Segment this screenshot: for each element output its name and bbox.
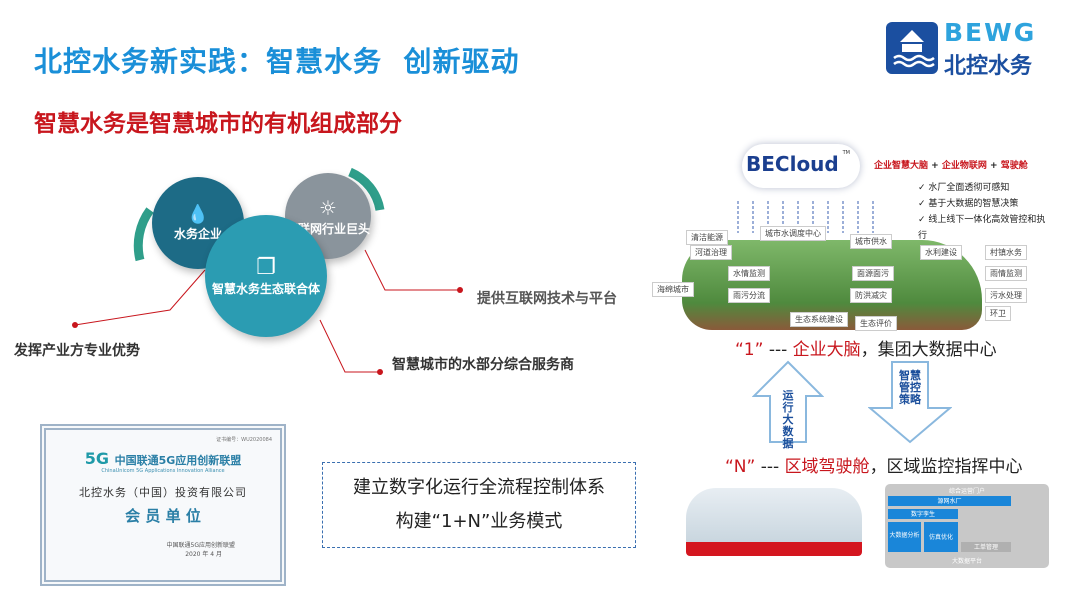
formula-plus: + [931,161,939,171]
one-quote: “1” [735,340,764,360]
page-title: 北控水务新实践：智慧水务 创新驱动 [34,45,520,78]
water-enterprise-label: 水务企业 [173,227,222,241]
certificate-issuer: 中国联通5G应用创新联盟 [166,542,235,549]
system-box: 建立数字化运行全流程控制体系 构建“1+N”业务模式 [322,462,636,548]
landscape-chip: 面源面污 [852,266,894,281]
documents-icon: ❐ [256,255,276,280]
logo-cn: 北控水务 [944,54,1033,79]
landscape-chip: 防洪减灾 [850,288,892,303]
ecosystem-label: 智慧水务生态联合体 [211,282,320,296]
landscape-chip: 海绵城市 [652,282,694,297]
becloud-name: BECloud [746,152,839,176]
becloud-checklist: ✓ 水厂全面透彻可感知 ✓ 基于大数据的智慧决策 ✓ 线上线下一体化高效管控和执… [918,183,1046,241]
down-arrow-icon [868,361,952,444]
becloud-tm: TM [842,150,850,156]
check-item: 基于大数据的智慧决策 [928,199,1019,209]
one-sep: --- [763,340,793,360]
industry-label: 发挥产业方专业优势 [14,343,140,359]
ecosystem-connectors [72,167,463,375]
landscape-chip: 生态评价 [855,316,897,331]
check-item: 水厂全面透彻可感知 [928,183,1010,193]
diagram-b2: 数字孪生 [888,509,958,519]
landscape-chip: 水情监测 [728,266,770,281]
platform-diagram: 综合运营门户 源网水厂 数字孪生 大数据分析 仿真优化 工单管理 大数据平台 [885,484,1049,568]
system-line-2: 构建“1+N”业务模式 [395,511,563,532]
certificate-company: 北控水务（中国）投资有限公司 [79,486,247,499]
landscape-chip: 生态系统建设 [790,312,848,327]
up-arrow-label: 运行大数据 [782,389,794,450]
diagram-b5: 工单管理 [961,542,1011,552]
becloud-cloud: BECloud TM [742,144,860,188]
internet-giant-circle: ☼ 互联网行业巨头 [285,173,371,259]
bewg-logo: BEWG 北控水务 [886,18,1062,79]
landscape-chip: 村镇水务 [985,245,1027,260]
ecosystem-circle: ❐ 智慧水务生态联合体 [205,215,327,337]
landscape-chip: 雨情监测 [985,266,1027,281]
diagram-bottom: 大数据平台 [951,558,982,565]
temple-wave-icon [886,22,938,74]
alliance-name: 中国联通5G应用创新联盟 [114,454,242,467]
cockpit-screen-image [686,488,862,556]
certificate-date: 2020 年 4 月 [185,551,222,558]
membership-certificate: 证书编号：WU2020084 5G 中国联通5G应用创新联盟 ChinaUnic… [40,424,286,586]
n-red: 区域驾驶舱 [784,457,870,477]
alliance-en: ChinaUnicom 5G Applications Innovation A… [101,468,225,474]
landscape-chip: 水利建设 [920,245,962,260]
n-quote: “N” [725,457,756,477]
formula-brain: 企业智慧大脑 [874,161,929,171]
formula-cockpit: 驾驶舱 [1000,161,1028,171]
n-cockpit-line: “N” --- 区域驾驶舱，区域监控指挥中心 [725,452,1023,477]
landscape-chip: 污水处理 [985,288,1027,303]
up-arrow-icon [752,360,824,443]
diagram-top: 综合运营门户 [948,488,985,495]
certificate-member: 会 员 单 位 [125,507,201,525]
landscape-chip: 河道治理 [690,245,732,260]
sun-icon: ☼ [319,195,337,220]
5g-logo-icon: 5G [84,449,115,468]
down-arrow-label: 智慧管控策略 [899,369,921,406]
check-item: 线上线下一体化高效管控和执行 [918,215,1046,241]
landscape-chip: 环卫 [985,306,1011,321]
diagram-b3: 大数据分析 [888,522,921,552]
diagram-b4: 仿真优化 [924,522,958,552]
diagram-b1: 源网水厂 [888,496,1011,506]
city-label: 智慧城市的水部分综合服务商 [392,357,574,373]
logo-en: BEWG [944,18,1037,47]
landscape-chip: 城市供水 [850,234,892,249]
becloud-formula: 企业智慧大脑 + 企业物联网 + 驾驶舱 [874,158,1028,171]
internet-label: 提供互联网技术与平台 [477,291,617,307]
system-line-1: 建立数字化运行全流程控制体系 [353,477,605,498]
one-red: 企业大脑 [792,340,861,360]
formula-iot: 企业物联网 [941,161,987,171]
landscape-chip: 清洁能源 [686,230,728,245]
formula-plus: + [990,161,998,171]
landscape-chip: 城市水调度中心 [760,226,826,241]
page-subtitle: 智慧水务是智慧城市的有机组成部分 [34,111,402,137]
landscape-chip: 雨污分流 [728,288,770,303]
water-drops-icon: 💧 [186,204,210,225]
one-brain-line: “1” --- 企业大脑，集团大数据中心 [735,335,997,360]
certificate-number: 证书编号：WU2020084 [216,437,272,443]
n-rest: ，区域监控指挥中心 [869,457,1023,477]
one-rest: ，集团大数据中心 [860,340,997,360]
upload-arrows-icon [737,201,874,233]
n-sep: --- [755,457,785,477]
